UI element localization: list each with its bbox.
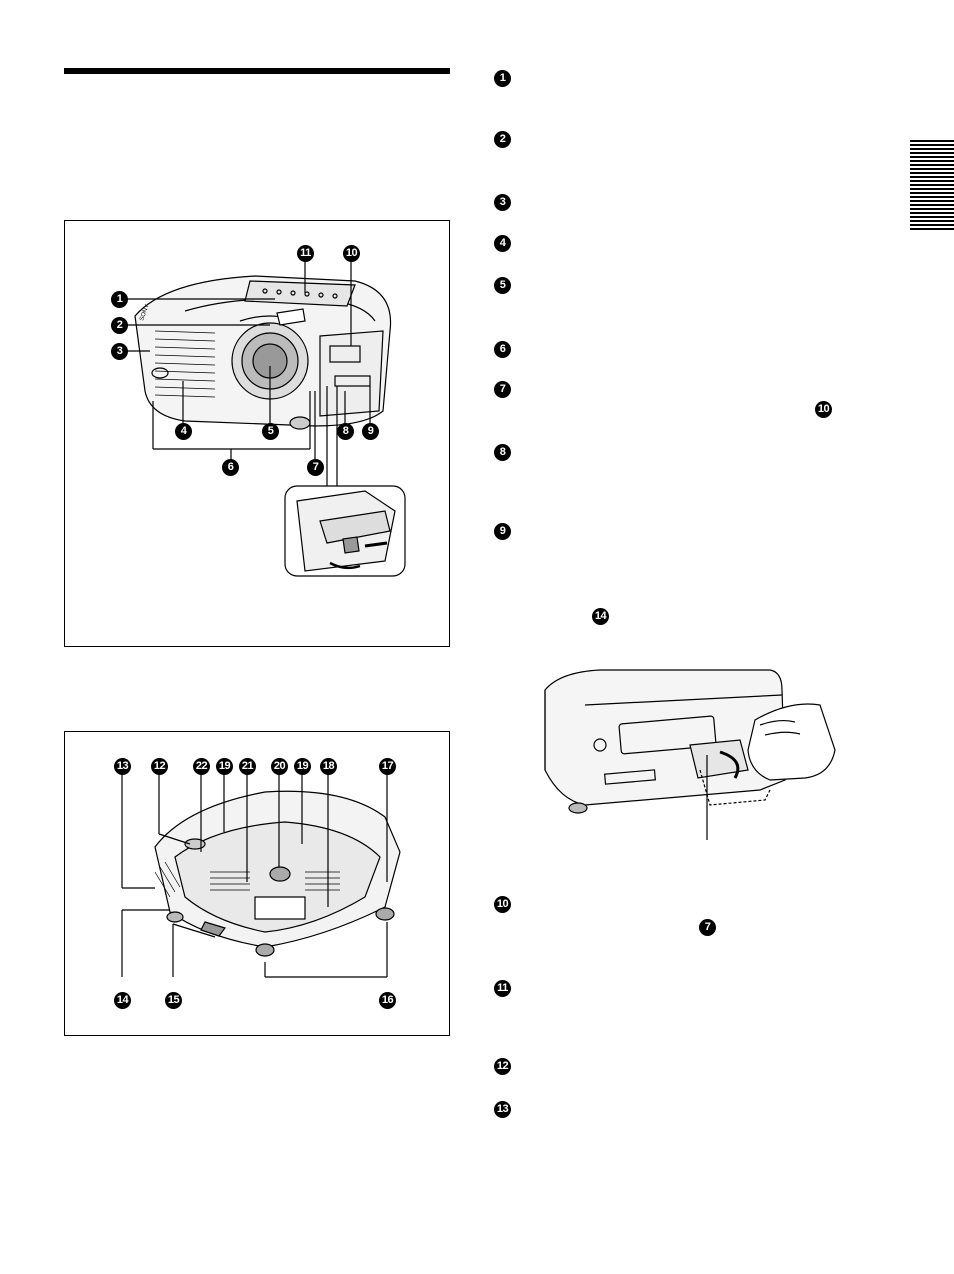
list-marker-10: 10 <box>494 896 511 913</box>
callout-15: 15 <box>165 992 182 1009</box>
list-marker-3: 3 <box>494 194 511 211</box>
callout-8: 8 <box>337 423 354 440</box>
projector-bottom-illustration <box>121 774 401 978</box>
front-view-figure: SONY 1 2 3 4 5 6 7 8 9 10 11 <box>64 220 450 647</box>
inline-ref-7: 7 <box>699 919 716 936</box>
list-marker-4: 4 <box>494 235 511 252</box>
inline-ref-14: 14 <box>592 608 609 625</box>
list-marker-7: 7 <box>494 381 511 398</box>
callout-20: 20 <box>271 758 288 775</box>
callout-10: 10 <box>343 245 360 262</box>
brand-mark: SONY <box>139 304 150 322</box>
callout-19b: 19 <box>294 758 311 775</box>
callout-19a: 19 <box>216 758 233 775</box>
callout-17: 17 <box>379 758 396 775</box>
callout-5: 5 <box>262 423 279 440</box>
callout-2: 2 <box>111 317 128 334</box>
callout-22: 22 <box>193 758 210 775</box>
list-marker-8: 8 <box>494 444 511 461</box>
bottom-view-figure: 13 12 22 19 21 20 19 18 17 14 15 16 <box>64 731 450 1036</box>
list-marker-11: 11 <box>494 980 511 997</box>
callout-7: 7 <box>307 459 324 476</box>
callout-3: 3 <box>111 343 128 360</box>
callout-9: 9 <box>362 423 379 440</box>
list-marker-2: 2 <box>494 131 511 148</box>
callout-12: 12 <box>151 758 168 775</box>
callout-1: 1 <box>111 291 128 308</box>
inline-ref-10: 10 <box>815 401 832 418</box>
list-marker-6: 6 <box>494 341 511 358</box>
callout-13: 13 <box>114 758 131 775</box>
list-marker-9: 9 <box>494 523 511 540</box>
list-marker-12: 12 <box>494 1058 511 1075</box>
list-marker-13: 13 <box>494 1101 511 1118</box>
callout-14: 14 <box>114 992 131 1009</box>
callout-4: 4 <box>175 423 192 440</box>
callout-21: 21 <box>239 758 256 775</box>
chapter-tab <box>910 140 954 230</box>
callout-6: 6 <box>222 459 239 476</box>
list-marker-5: 5 <box>494 277 511 294</box>
section-rule <box>64 68 450 74</box>
callout-11: 11 <box>297 245 314 262</box>
callout-18: 18 <box>320 758 337 775</box>
callout-16: 16 <box>379 992 396 1009</box>
list-marker-1: 1 <box>494 70 511 87</box>
projector-front-illustration: SONY <box>127 261 406 577</box>
